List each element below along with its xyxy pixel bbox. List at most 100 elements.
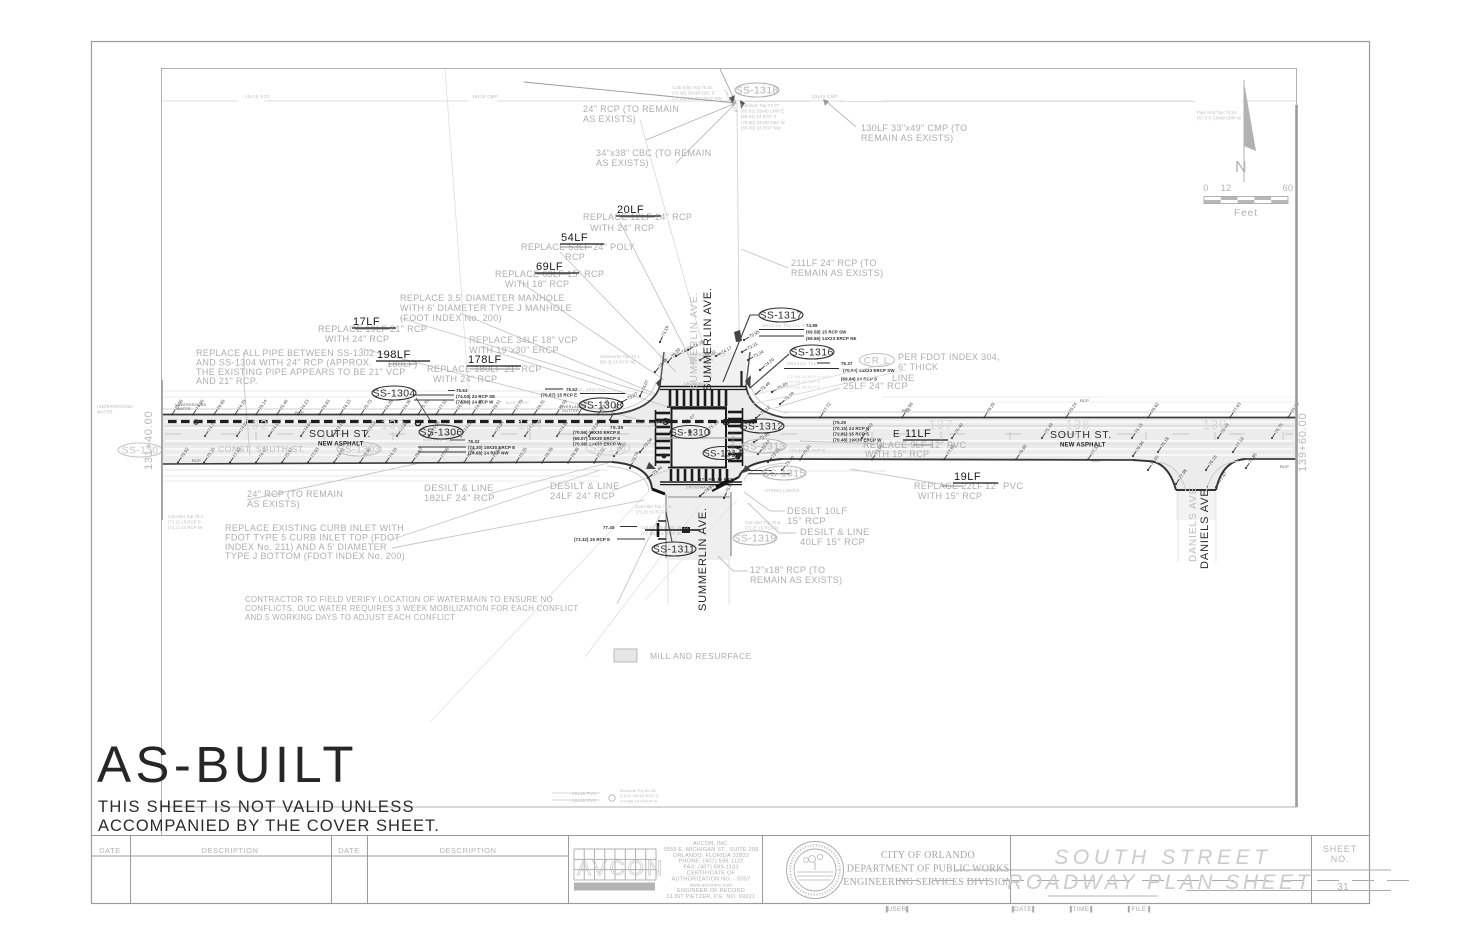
- svg-text:74.47: 74.47: [258, 446, 269, 458]
- svg-text:76.24: 76.24: [1068, 401, 1079, 413]
- svg-text:AND 5 WORKING DAYS TO ADJUST E: AND 5 WORKING DAYS TO ADJUST EACH CONFLI…: [245, 613, 455, 622]
- svg-text:75.95: 75.95: [748, 329, 760, 339]
- svg-text:SS-130: SS-130: [590, 442, 627, 454]
- svg-text:WATER: WATER: [97, 410, 113, 415]
- svg-text:138: 138: [1066, 417, 1091, 432]
- svg-text:73.94: 73.94: [495, 420, 506, 432]
- svg-text:73.25: 73.25: [770, 447, 781, 459]
- svg-text:(66.3) 15 RCP NE: (66.3) 15 RCP NE: [600, 360, 636, 365]
- svg-text:75.59: 75.59: [558, 398, 569, 410]
- svg-text:75.86: 75.86: [724, 481, 733, 494]
- svg-text:(73.2) 16X16 RCP S: (73.2) 16X16 RCP S: [620, 793, 658, 798]
- svg-text:75.15: 75.15: [206, 446, 217, 458]
- svg-text:182LF 24" RCP: 182LF 24" RCP: [424, 493, 495, 504]
- svg-text:15x15 VCP: 15x15 VCP: [245, 94, 270, 99]
- svg-text:DESILT & LINE: DESILT & LINE: [424, 483, 494, 494]
- svg-text:REMAIN AS EXISTS): REMAIN AS EXISTS): [861, 133, 953, 143]
- svg-text:75.70: 75.70: [420, 398, 431, 410]
- svg-text:77.33: 77.33: [1090, 443, 1101, 455]
- svg-text:75.67: 75.67: [284, 446, 295, 458]
- svg-text:77.47: 77.47: [1218, 471, 1229, 483]
- svg-text:75.12: 75.12: [759, 404, 771, 415]
- svg-text:(74.88) 14 A RCP N: (74.88) 14 A RCP N: [620, 798, 657, 803]
- svg-text:76.03: 76.03: [321, 398, 332, 410]
- svg-text:WITH 24" RCP: WITH 24" RCP: [325, 334, 389, 344]
- svg-text:74.07: 74.07: [640, 379, 649, 392]
- svg-text:74.60: 74.60: [195, 398, 206, 410]
- svg-text:Summerlin Top 74.1: Summerlin Top 74.1: [600, 354, 640, 359]
- svg-text:74.64: 74.64: [303, 420, 314, 432]
- svg-text:PHONE: (407) 599-1122: PHONE: (407) 599-1122: [678, 859, 743, 865]
- svg-text:31: 31: [1337, 882, 1349, 893]
- svg-text:75.73: 75.73: [363, 398, 374, 410]
- svg-text:WITH 24" RCP: WITH 24" RCP: [590, 223, 654, 233]
- svg-text:74.28: 74.28: [463, 420, 474, 432]
- svg-text:77.31: 77.31: [438, 398, 449, 410]
- svg-text:178LF: 178LF: [468, 354, 502, 366]
- svg-text:(72.98) 24 RCP N or E: (72.98) 24 RCP N or E: [787, 374, 829, 379]
- svg-text:73.62: 73.62: [399, 420, 410, 432]
- svg-text:Manhole Top: Manhole Top: [423, 438, 453, 443]
- svg-text:DESILT & LINE: DESILT & LINE: [550, 481, 620, 492]
- svg-text:25LF 24" RCP: 25LF 24" RCP: [843, 381, 908, 392]
- svg-text:77.79: 77.79: [514, 398, 525, 410]
- svg-text:RCP: RCP: [1280, 465, 1289, 469]
- svg-text:73.44: 73.44: [651, 464, 663, 475]
- svg-text:Feet: Feet: [1234, 208, 1258, 219]
- svg-text:(69.66) 14X23 ERCP NE: (69.66) 14X23 ERCP NE: [806, 336, 857, 341]
- svg-text:(70.50) 34x38 CBC W: (70.50) 34x38 CBC W: [741, 120, 786, 125]
- svg-text:(70.36) 34x38 CBC E: (70.36) 34x38 CBC E: [672, 91, 715, 96]
- svg-text:77.68: 77.68: [874, 443, 885, 455]
- svg-text:74.36: 74.36: [559, 420, 570, 432]
- svg-text:77.10: 77.10: [1235, 436, 1246, 448]
- svg-text:33x49 CMP: 33x49 CMP: [812, 94, 838, 99]
- svg-text:ENGINEER OF RECORD: ENGINEER OF RECORD: [677, 888, 745, 894]
- svg-text:(69.43) 24 RCP S: (69.43) 24 RCP S: [787, 379, 820, 384]
- svg-text:RCP: RCP: [565, 252, 585, 262]
- svg-text:WITH 15" RCP: WITH 15" RCP: [865, 449, 929, 459]
- svg-text:74.17: 74.17: [720, 345, 732, 355]
- svg-text:(65.64) 24 RCP S: (65.64) 24 RCP S: [741, 114, 776, 119]
- svg-text:(65.62) 33x49 CMP E: (65.62) 33x49 CMP E: [741, 109, 784, 114]
- svg-text:DESILT & LINE: DESILT & LINE: [800, 527, 870, 538]
- svg-text:AUTHORIZATION NO. - 5057: AUTHORIZATION NO. - 5057: [672, 876, 751, 882]
- svg-text:73.70: 73.70: [784, 455, 795, 467]
- svg-text:Cat Inlet Top 76.1: Cat Inlet Top 76.1: [168, 514, 204, 519]
- svg-text:77.50: 77.50: [492, 446, 503, 458]
- svg-text:74.37: 74.37: [680, 345, 692, 355]
- svg-text:CLINT PIETZER, P.E. NO. 69221: CLINT PIETZER, P.E. NO. 69221: [667, 894, 756, 900]
- svg-text:Pipe End Top 74.24: Pipe End Top 74.24: [1197, 110, 1237, 115]
- svg-text:77.89: 77.89: [946, 443, 957, 455]
- svg-text:77.98: 77.98: [1178, 468, 1189, 480]
- svg-text:SS-1314: SS-1314: [703, 448, 742, 459]
- svg-text:74.36: 74.36: [402, 398, 413, 410]
- svg-text:73.90: 73.90: [591, 420, 602, 432]
- svg-text:AVCON, INC.: AVCON, INC.: [693, 841, 729, 847]
- svg-text:76.14: 76.14: [258, 398, 269, 410]
- svg-text:54LF: 54LF: [561, 232, 588, 244]
- svg-text:BUS STOP: BUS STOP: [506, 400, 529, 405]
- svg-text:75.85: 75.85: [1248, 452, 1259, 464]
- svg-text:SUMMERLIN AVE.: SUMMERLIN AVE.: [697, 507, 709, 611]
- svg-text:Manhole Top 74.1: Manhole Top 74.1: [690, 352, 726, 357]
- svg-text:77.45: 77.45: [603, 525, 615, 530]
- svg-text:77.91: 77.91: [580, 398, 591, 410]
- svg-text:SS-1316: SS-1316: [791, 346, 834, 358]
- svg-text:DEPARTMENT OF PUBLIC WORKS: DEPARTMENT OF PUBLIC WORKS: [847, 864, 1010, 875]
- svg-text:73.24: 73.24: [752, 349, 764, 359]
- svg-text:198LF: 198LF: [377, 349, 411, 361]
- svg-text:75.62: 75.62: [566, 387, 578, 392]
- svg-text:77.72: 77.72: [822, 401, 833, 413]
- svg-text:DESCRIPTION: DESCRIPTION: [440, 846, 497, 855]
- svg-text:WITH 18" RCP: WITH 18" RCP: [505, 279, 569, 289]
- svg-text:DANIELS AVE.: DANIELS AVE.: [1188, 483, 1199, 562]
- svg-text:CONTRACTOR TO FIELD VERIFY LOC: CONTRACTOR TO FIELD VERIFY LOCATION OF W…: [245, 595, 553, 604]
- svg-text:76.38: 76.38: [570, 446, 581, 458]
- svg-text:WITH 19"x30" ERCP: WITH 19"x30" ERCP: [469, 345, 559, 355]
- svg-text:134: 134: [518, 417, 543, 432]
- svg-text:CONFLICTS. OUC WATER REQUIRES: CONFLICTS. OUC WATER REQUIRES 3 WEEK MOB…: [245, 604, 578, 613]
- svg-text:75.25: 75.25: [518, 446, 529, 458]
- svg-text:76.75: 76.75: [1274, 422, 1285, 434]
- svg-text:RCP: RCP: [1080, 399, 1089, 403]
- svg-text:(72.81) 15 RCP S: (72.81) 15 RCP S: [833, 432, 869, 437]
